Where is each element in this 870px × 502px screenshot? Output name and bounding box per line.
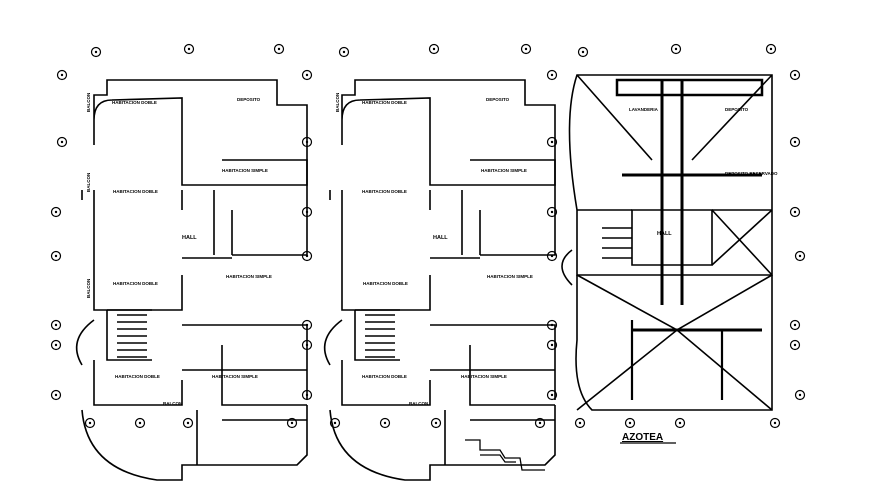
axis-bubble-dot — [793, 210, 797, 214]
room-label-deposito-reservado: DEPOSITO RESERVADO — [725, 171, 778, 176]
axis-bubble-dot — [186, 421, 190, 425]
room-label-balcon-low: BALCON — [86, 279, 91, 298]
room-label-hab-simple-1: HABITACION SIMPLE — [222, 168, 268, 173]
azotea-title: AZOTEA — [622, 432, 663, 443]
axis-bubble-dot — [628, 421, 632, 425]
axis-bubble-dot — [88, 421, 92, 425]
axis-bubble-dot — [524, 47, 528, 51]
room-label-hall: HALL — [657, 231, 672, 237]
room-label-hab-simple-1: HABITACION SIMPLE — [481, 168, 527, 173]
axis-bubble-dot — [793, 323, 797, 327]
room-label-deposito: DEPOSITO — [725, 107, 749, 112]
axis-bubble-dot — [769, 47, 773, 51]
axis-bubble-dot — [54, 393, 58, 397]
axis-bubble-dot — [383, 421, 387, 425]
grid-axis-bubbles — [50, 43, 806, 429]
axis-bubble-dot — [550, 393, 554, 397]
room-label-hab-simple-3: HABITACION SIMPLE — [212, 374, 258, 379]
axis-bubble-dot — [798, 393, 802, 397]
axis-bubble-dot — [538, 421, 542, 425]
room-label-hab-simple-2: HABITACION SIMPLE — [487, 274, 533, 279]
axis-bubble-dot — [54, 323, 58, 327]
floor-plan-3-azotea — [561, 74, 773, 411]
axis-bubble-dot — [342, 50, 346, 54]
room-label-balcon-top: BALCON — [86, 93, 91, 112]
axis-bubble-dot — [550, 210, 554, 214]
room-label-hab-doble-1: HABITACION DOBLE — [362, 100, 407, 105]
room-label-hab-doble-1: HABITACION DOBLE — [112, 100, 157, 105]
axis-bubble-dot — [333, 421, 337, 425]
room-labels: BALCON HABITACION DOBLE DEPOSITO BALCON HABI… — [86, 93, 778, 406]
room-label-deposito: DEPOSITO — [237, 97, 261, 102]
axis-bubble-dot — [550, 343, 554, 347]
room-label-hab-simple-3: HABITACION SIMPLE — [461, 374, 507, 379]
room-label-hab-doble-2: HABITACION DOBLE — [362, 189, 407, 194]
room-label-hab-doble-4: HABITACION DOBLE — [362, 374, 407, 379]
room-label-hab-doble-2: HABITACION DOBLE — [113, 189, 158, 194]
axis-bubble-dot — [550, 140, 554, 144]
room-label-hall: HALL — [433, 235, 448, 241]
axis-bubble-dot — [773, 421, 777, 425]
room-label-deposito: DEPOSITO — [486, 97, 510, 102]
axis-bubble-dot — [793, 73, 797, 77]
axis-bubble-dot — [578, 421, 582, 425]
room-label-hab-doble-3: HABITACION DOBLE — [363, 281, 408, 286]
axis-bubble-dot — [138, 421, 142, 425]
axis-bubble-dot — [54, 343, 58, 347]
axis-bubble-dot — [305, 73, 309, 77]
axis-bubble-dot — [798, 254, 802, 258]
room-label-balcon-bottom: BALCON — [409, 401, 428, 406]
axis-bubble-dot — [581, 50, 585, 54]
axis-bubble-dot — [678, 421, 682, 425]
axis-bubble-dot — [277, 47, 281, 51]
axis-bubble-dot — [793, 140, 797, 144]
axis-bubble-dot — [54, 210, 58, 214]
axis-bubble-dot — [550, 73, 554, 77]
room-label-hab-doble-4: HABITACION DOBLE — [115, 374, 160, 379]
room-label-hall: HALL — [182, 235, 197, 241]
axis-bubble-dot — [674, 47, 678, 51]
axis-bubble-dot — [793, 343, 797, 347]
axis-bubble-dot — [54, 254, 58, 258]
room-label-hab-simple-2: HABITACION SIMPLE — [226, 274, 272, 279]
axis-bubble-dot — [60, 73, 64, 77]
axis-bubble-dot — [290, 421, 294, 425]
axis-bubble-dot — [432, 47, 436, 51]
room-label-balcon-bottom: BALCON — [163, 401, 182, 406]
axis-bubble-dot — [434, 421, 438, 425]
room-label-hab-doble-3: HABITACION DOBLE — [113, 281, 158, 286]
room-label-balcon-top: BALCON — [335, 93, 340, 112]
detail-symbol — [465, 439, 545, 471]
axis-bubble-dot — [60, 140, 64, 144]
room-label-balcon-mid: BALCON — [86, 173, 91, 192]
room-label-lavanderia: LAVANDERIA — [629, 107, 659, 112]
axis-bubble-dot — [94, 50, 98, 54]
axis-bubble-dot — [187, 47, 191, 51]
